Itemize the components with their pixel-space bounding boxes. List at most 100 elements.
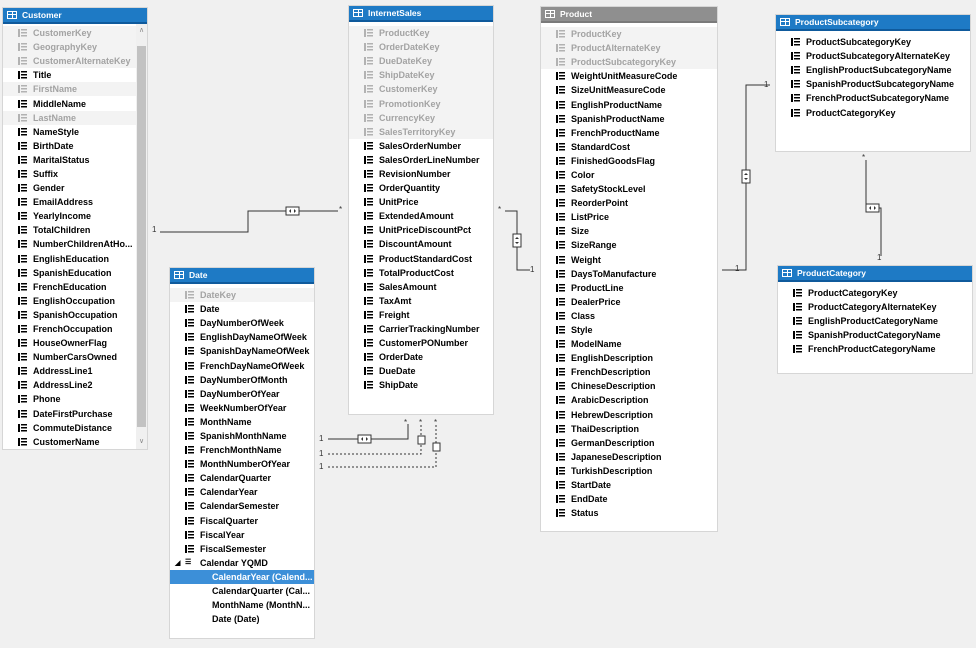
field-row[interactable]: DateKey [170, 288, 314, 303]
field-row[interactable]: DayNumberOfYear [170, 387, 314, 401]
field-row[interactable]: TotalProductCost [349, 266, 493, 280]
field-row[interactable]: WeekNumberOfYear [170, 401, 314, 415]
field-row[interactable]: SalesOrderLineNumber [349, 153, 493, 167]
field-row[interactable]: Title [3, 68, 138, 82]
field-row[interactable]: NameStyle [3, 125, 138, 139]
field-row[interactable]: JapaneseDescription [541, 450, 717, 464]
field-row[interactable]: CustomerName [3, 435, 138, 449]
hierarchy-calendar-yqmd[interactable]: ◢ ☰ Calendar YQMD [170, 556, 314, 570]
field-row[interactable]: FrenchProductName [541, 126, 717, 140]
field-row[interactable]: ArabicDescription [541, 393, 717, 407]
table-header[interactable]: Date [170, 268, 314, 284]
scrollbar[interactable]: ∧ ∨ [136, 24, 147, 449]
scroll-thumb[interactable] [137, 46, 146, 427]
field-row[interactable]: DueDate [349, 364, 493, 378]
field-row[interactable]: EnglishDescription [541, 351, 717, 365]
field-row[interactable]: FiscalQuarter [170, 514, 314, 528]
field-row[interactable]: CalendarSemester [170, 499, 314, 513]
field-row[interactable]: Phone [3, 392, 138, 406]
field-row[interactable]: Gender [3, 181, 138, 195]
field-row[interactable]: EnglishDayNameOfWeek [170, 330, 314, 344]
rel-date-duedate[interactable] [328, 424, 422, 455]
field-row[interactable]: UnitPriceDiscountPct [349, 223, 493, 237]
field-row[interactable]: DaysToManufacture [541, 267, 717, 281]
field-row[interactable]: TaxAmt [349, 294, 493, 308]
field-row[interactable]: CustomerPONumber [349, 336, 493, 350]
field-row[interactable]: SalesAmount [349, 280, 493, 294]
field-row[interactable]: FinishedGoodsFlag [541, 154, 717, 168]
field-row[interactable]: SalesTerritoryKey [349, 124, 493, 139]
hierarchy-level[interactable]: Date (Date) [170, 612, 314, 626]
table-header[interactable]: Customer [3, 8, 147, 24]
field-row[interactable]: DateFirstPurchase [3, 407, 138, 421]
field-row[interactable]: FiscalYear [170, 528, 314, 542]
field-row[interactable]: SizeUnitMeasureCode [541, 83, 717, 97]
field-row[interactable]: GermanDescription [541, 436, 717, 450]
field-row[interactable]: ListPrice [541, 210, 717, 224]
field-row[interactable]: EnglishProductSubcategoryName [776, 63, 970, 77]
field-row[interactable]: Class [541, 309, 717, 323]
field-row[interactable]: ProductCategoryAlternateKey [778, 300, 972, 314]
field-row[interactable]: SpanishEducation [3, 266, 138, 280]
rel-customer-icon[interactable] [285, 206, 300, 216]
field-row[interactable]: MonthName [170, 415, 314, 429]
field-row[interactable]: ProductCategoryKey [778, 286, 972, 300]
hierarchy-level[interactable]: CalendarQuarter (Cal... [170, 584, 314, 598]
field-row[interactable]: EnglishProductName [541, 97, 717, 111]
field-row[interactable]: ReorderPoint [541, 196, 717, 210]
field-row[interactable]: SpanishProductCategoryName [778, 328, 972, 342]
field-row[interactable]: HouseOwnerFlag [3, 336, 138, 350]
field-row[interactable]: MaritalStatus [3, 153, 138, 167]
field-row[interactable]: HebrewDescription [541, 408, 717, 422]
field-row[interactable]: SpanishMonthName [170, 429, 314, 443]
field-row[interactable]: Size [541, 224, 717, 238]
scroll-down-icon[interactable]: ∨ [138, 438, 145, 445]
field-row[interactable]: Style [541, 323, 717, 337]
field-row[interactable]: RevisionNumber [349, 167, 493, 181]
field-row[interactable]: NumberCarsOwned [3, 350, 138, 364]
field-row[interactable]: ProductKey [349, 26, 493, 41]
field-row[interactable]: ThaiDescription [541, 422, 717, 436]
field-row[interactable]: FrenchProductSubcategoryName [776, 91, 970, 105]
field-row[interactable]: FrenchMonthName [170, 443, 314, 457]
field-row[interactable]: Date [170, 302, 314, 316]
field-row[interactable]: StartDate [541, 478, 717, 492]
field-row[interactable]: SpanishOccupation [3, 308, 138, 322]
field-row[interactable]: ProductCategoryKey [776, 105, 970, 119]
field-row[interactable]: ProductLine [541, 281, 717, 295]
field-row[interactable]: FirstName [3, 82, 138, 97]
field-row[interactable]: FrenchDescription [541, 365, 717, 379]
field-row[interactable]: SafetyStockLevel [541, 182, 717, 196]
field-row[interactable]: ShipDateKey [349, 68, 493, 83]
field-row[interactable]: ProductSubcategoryAlternateKey [776, 49, 970, 63]
field-row[interactable]: LastName [3, 110, 138, 125]
field-row[interactable]: ProductKey [541, 27, 717, 42]
scroll-up-icon[interactable]: ∧ [138, 27, 145, 34]
field-row[interactable]: DayNumberOfWeek [170, 316, 314, 330]
field-row[interactable]: TotalChildren [3, 223, 138, 237]
field-row[interactable]: ChineseDescription [541, 379, 717, 393]
field-row[interactable]: MiddleName [3, 96, 138, 110]
field-row[interactable]: BirthDate [3, 139, 138, 153]
field-row[interactable]: CalendarYear [170, 485, 314, 499]
field-row[interactable]: FiscalSemester [170, 542, 314, 556]
collapse-triangle-icon[interactable]: ◢ [175, 559, 181, 567]
field-row[interactable]: Suffix [3, 167, 138, 181]
rel-date-shipdate[interactable] [328, 424, 437, 468]
field-row[interactable]: Weight [541, 253, 717, 267]
table-header[interactable]: Product [541, 7, 717, 23]
field-row[interactable]: OrderQuantity [349, 181, 493, 195]
field-row[interactable]: NumberChildrenAtHo... [3, 237, 138, 251]
field-row[interactable]: FrenchOccupation [3, 322, 138, 336]
field-row[interactable]: ExtendedAmount [349, 209, 493, 223]
field-row[interactable]: ProductStandardCost [349, 252, 493, 266]
hierarchy-level[interactable]: CalendarYear (Calend... [170, 569, 314, 584]
field-row[interactable]: AddressLine1 [3, 364, 138, 378]
field-row[interactable]: DealerPrice [541, 295, 717, 309]
field-row[interactable]: EndDate [541, 492, 717, 506]
field-row[interactable]: SpanishProductName [541, 112, 717, 126]
